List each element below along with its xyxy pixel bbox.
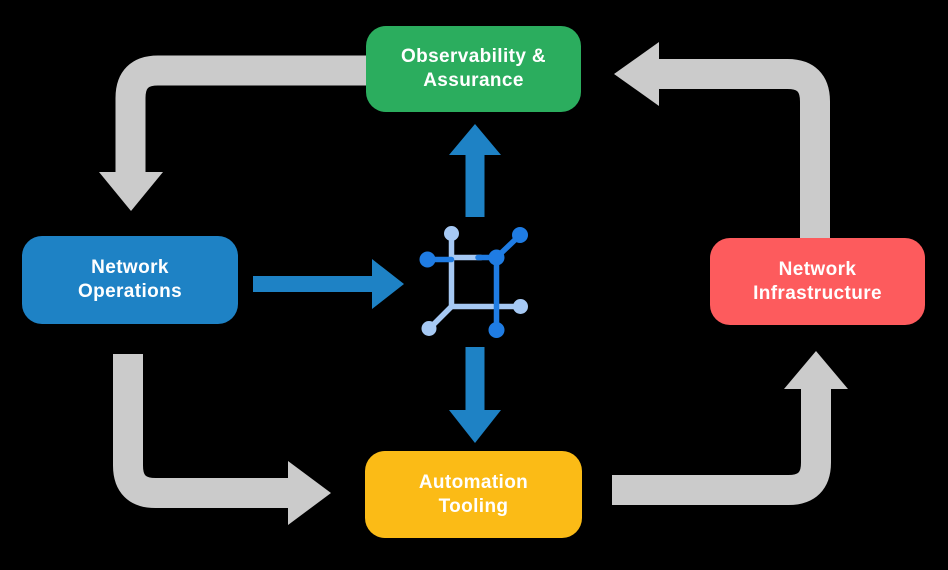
arrow-icon-to-automation-tooling xyxy=(449,347,501,443)
icon-node-right xyxy=(513,299,528,314)
icon-node-top xyxy=(444,226,459,241)
network-nodes-icon xyxy=(419,226,528,338)
icon-node-top-right xyxy=(512,227,528,243)
node-observability-assurance: Observability & Assurance xyxy=(366,26,581,112)
icon-node-bottom xyxy=(488,322,505,338)
node-automation-tooling-label: Automation Tooling xyxy=(418,471,529,517)
arrow-head-down xyxy=(449,410,501,443)
icon-node-bottom-left xyxy=(421,321,437,336)
arrow-pipe xyxy=(612,389,831,505)
node-network-infrastructure-label: Network Infrastructure xyxy=(753,258,882,304)
arrow-network-operations-to-icon xyxy=(253,259,404,309)
node-automation-tooling: Automation Tooling xyxy=(365,451,582,538)
node-network-operations: Network Operations xyxy=(22,236,238,324)
arrow-head-right xyxy=(288,461,331,525)
arrow-network-infrastructure-to-observability xyxy=(614,42,830,238)
arrow-pipe xyxy=(659,59,830,238)
arrow-head-left xyxy=(614,42,659,106)
icon-node-corner xyxy=(488,249,505,266)
node-network-infrastructure: Network Infrastructure xyxy=(710,238,925,325)
arrow-icon-to-observability xyxy=(449,124,501,217)
arrow-pipe xyxy=(115,55,366,172)
icon-node-left xyxy=(419,251,436,268)
arrow-observability-to-network-operations xyxy=(99,55,366,211)
arrow-automation-tooling-to-network-infrastructure xyxy=(612,351,848,505)
arrow-head-up xyxy=(784,351,848,389)
arrow-head-up xyxy=(449,124,501,155)
arrow-head-down xyxy=(99,172,163,211)
node-observability-label: Observability & Assurance xyxy=(400,46,547,91)
arrow-pipe xyxy=(113,354,288,508)
node-network-operations-label: Network Operations xyxy=(77,257,183,302)
arrow-network-operations-to-automation-tooling xyxy=(113,354,331,525)
arrow-head-right xyxy=(372,259,404,309)
